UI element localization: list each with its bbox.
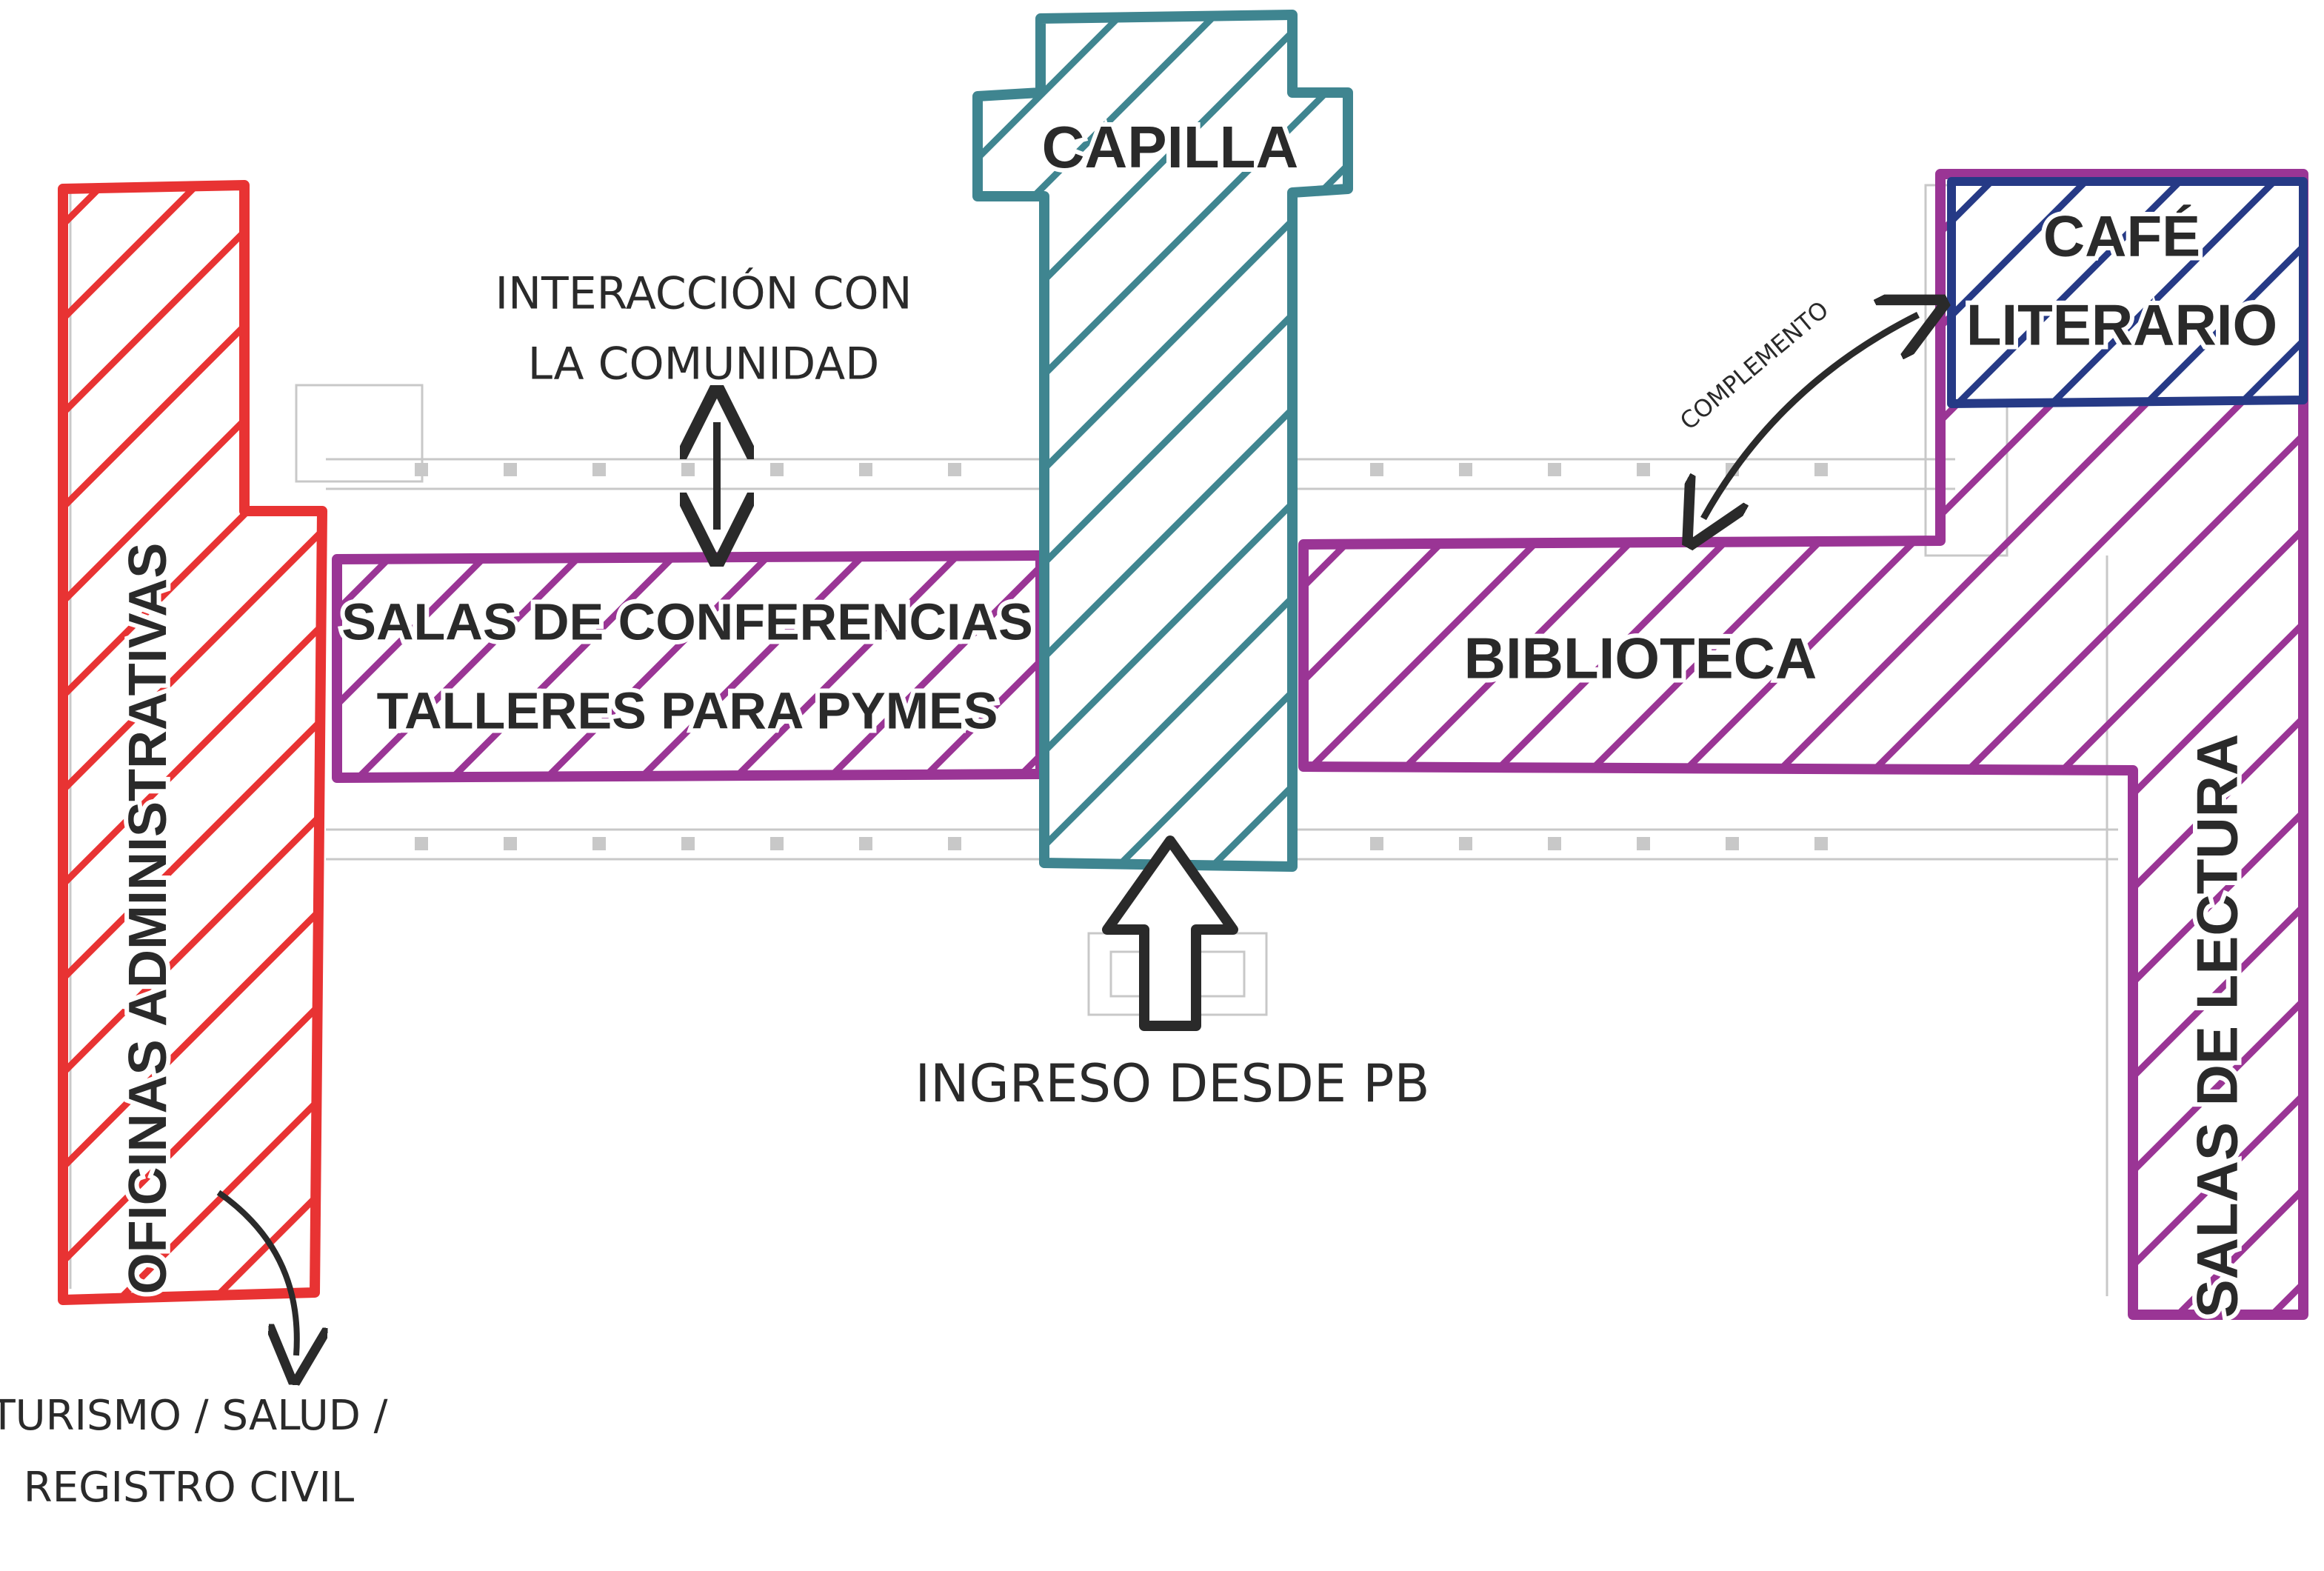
complemento-curved-arrow [1703, 315, 1918, 518]
capilla-hatch [972, 10, 1353, 872]
salas-conferencias-zone [332, 550, 1046, 783]
turismo-label-line1: TURISMO / SALUD / [0, 1392, 388, 1440]
interaccion-label-line1: INTERACCIÓN CON [495, 267, 912, 320]
oficinas-label: OFICINAS ADMINISTRATIVAS [118, 543, 178, 1295]
complemento-label: COMPLEMENTO [1674, 296, 1834, 436]
biblioteca-label: BIBLIOTECA [1464, 626, 1817, 691]
capilla-label: CAPILLA [1042, 114, 1299, 180]
cafe-label-line2: LITERARIO [1966, 293, 2277, 358]
salas-lectura-label: SALAS DE LECTURA [2185, 734, 2250, 1318]
ingreso-label: INGRESO DESDE PB [915, 1053, 1429, 1114]
turismo-curved-arrow [216, 1190, 297, 1355]
turismo-label-line2: REGISTRO CIVIL [24, 1464, 354, 1512]
salas-conferencias-label-line1: SALAS DE CONFERENCIAS [341, 593, 1032, 650]
interaccion-label-line2: LA COMUNIDAD [528, 338, 880, 390]
ingreso-up-arrow-icon [1102, 835, 1238, 1031]
plan-column-markers [415, 463, 1828, 850]
salas-conferencias-label-line2: TALLERES PARA PYMES [377, 681, 998, 739]
cafe-label-line1: CAFÉ [2043, 204, 2200, 269]
oficinas-zone [58, 180, 327, 1305]
